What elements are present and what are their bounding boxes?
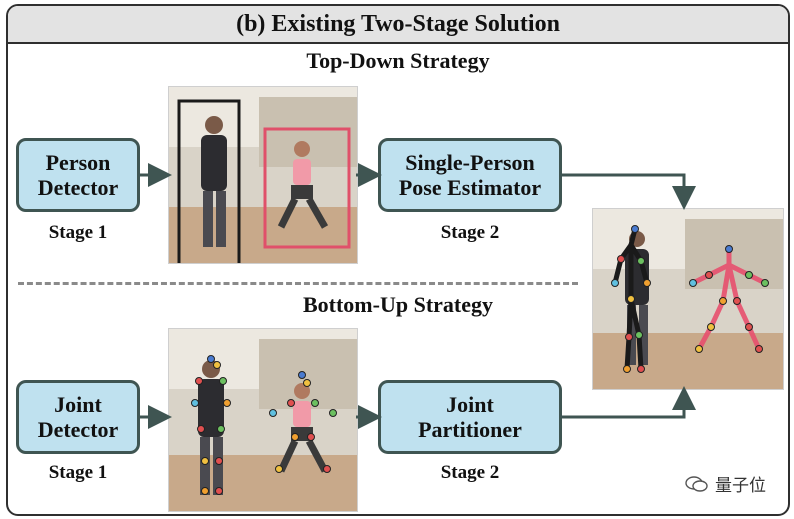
joint-partitioner-line2: Partitioner: [418, 417, 522, 442]
skeleton-person-2: [690, 246, 768, 352]
strategy-divider: [18, 282, 578, 285]
arrow-estimator-to-result: [562, 173, 696, 210]
diagram-frame: (b) Existing Two-Stage Solution Top-Down…: [6, 4, 790, 516]
top-down-photo: [168, 86, 358, 264]
person-detector-line2: Detector: [37, 175, 119, 200]
pose-estimator-box: Single-Person Pose Estimator: [378, 138, 562, 212]
joint-detector-box: Joint Detector: [16, 380, 140, 454]
joint-partitioner-box: Joint Partitioner: [378, 380, 562, 454]
pose-estimator-line2: Pose Estimator: [398, 175, 542, 200]
joint-partitioner-line1: Joint: [446, 392, 494, 417]
watermark-text: 量子位: [715, 476, 766, 496]
joint-points: [191, 355, 337, 495]
bottom-up-heading: Bottom-Up Strategy: [302, 292, 494, 317]
joint-detector-line1: Joint: [54, 392, 102, 417]
person-bbox-2: [263, 127, 351, 249]
wechat-icon: [685, 475, 708, 492]
person-detector-box: Person Detector: [16, 138, 140, 212]
diagram-title: (b) Existing Two-Stage Solution: [236, 10, 560, 37]
bottom-up-photo: [168, 328, 358, 512]
top-stage2-label: Stage 2: [440, 222, 500, 243]
watermark: 量子位: [685, 471, 766, 496]
joint-detector-line2: Detector: [37, 417, 119, 442]
top-stage1-label: Stage 1: [48, 222, 108, 243]
pose-estimator-line1: Single-Person: [405, 150, 535, 175]
top-down-heading: Top-Down Strategy: [306, 48, 490, 73]
title-bar: (b) Existing Two-Stage Solution: [8, 6, 788, 44]
flow-arrows: [140, 163, 696, 429]
person-detector-line1: Person: [45, 150, 111, 175]
arrow-partitioner-to-result: [562, 386, 696, 419]
bottom-stage2-label: Stage 2: [440, 462, 500, 483]
bottom-stage1-label: Stage 1: [48, 462, 108, 483]
person-bbox-1: [177, 99, 241, 263]
